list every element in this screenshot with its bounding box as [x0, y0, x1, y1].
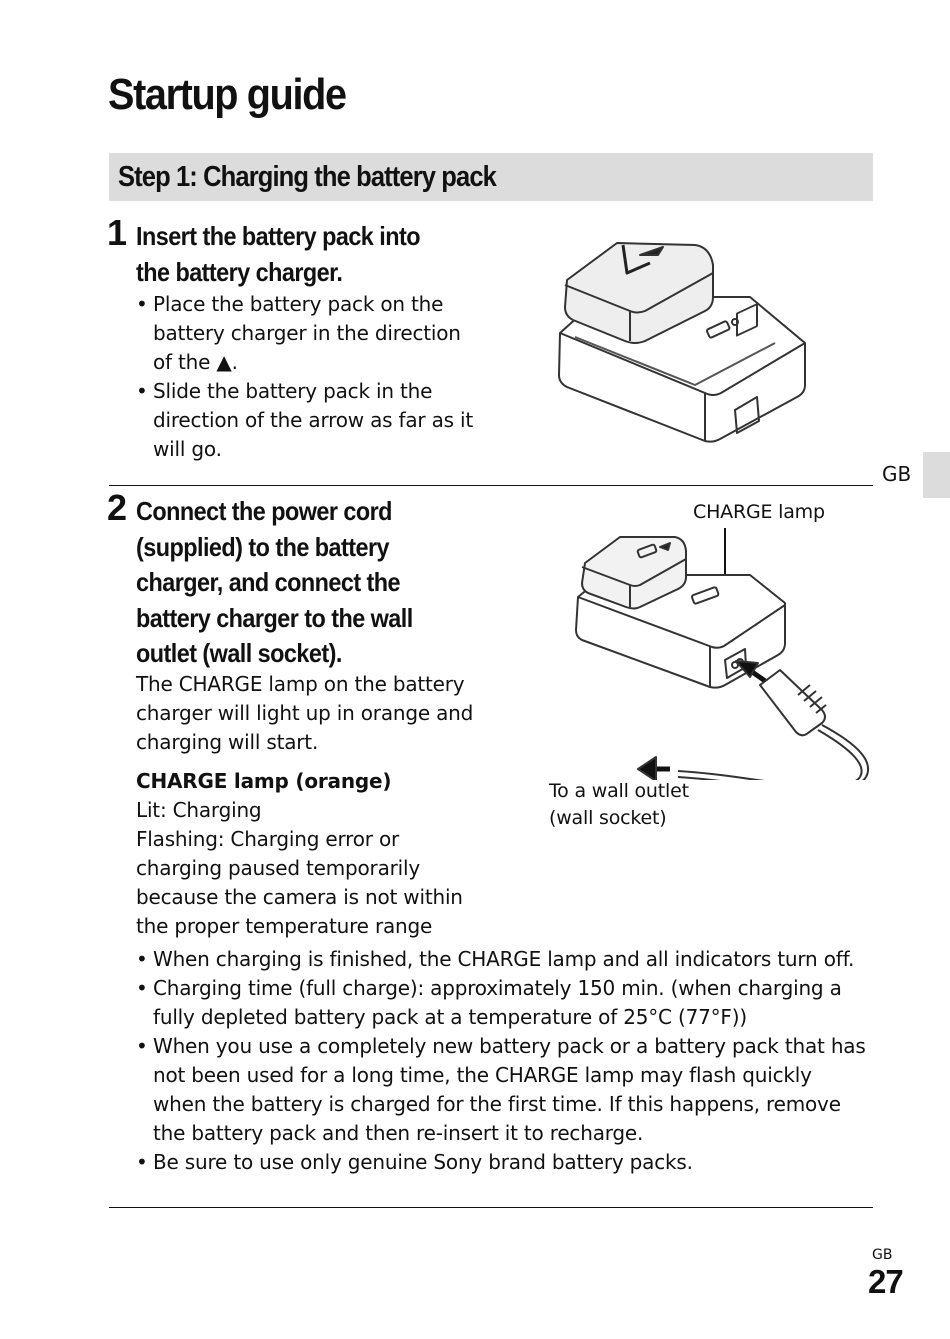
charge-lamp-callout: CHARGE lamp — [693, 501, 825, 523]
step-1-heading-line-1: Insert the battery pack into — [136, 221, 421, 251]
step-2-number: 2 — [107, 487, 127, 528]
list-item: Slide the battery pack in the direction … — [136, 377, 481, 464]
battery-insert-illustration — [558, 242, 806, 443]
divider — [109, 1207, 873, 1208]
footer-language-label: GB — [872, 1247, 893, 1263]
charge-lamp-legend: CHARGE lamp (orange) Lit: Charging Flash… — [136, 767, 511, 941]
list-item: Place the battery pack on the battery ch… — [136, 290, 481, 377]
wall-outlet-callout: To a wall outlet (wall socket) — [549, 778, 689, 832]
list-item: When you use a completely new battery pa… — [136, 1032, 871, 1148]
section-title: Step 1: Charging the battery pack — [118, 161, 497, 193]
charge-lamp-flashing: Flashing: Charging error or charging pau… — [136, 827, 463, 938]
section-header: Step 1: Charging the battery pack — [109, 153, 873, 201]
page-title: Startup guide — [108, 70, 347, 119]
step-1-number: 1 — [107, 212, 127, 253]
step-2-heading: Connect the power cord (supplied) to the… — [136, 494, 556, 672]
wall-outlet-callout-line-1: To a wall outlet — [549, 780, 689, 802]
step-2-heading-line: (supplied) to the battery — [136, 531, 390, 562]
side-tab-marker — [923, 452, 950, 498]
step-2-heading-line: Connect the power cord — [136, 496, 392, 526]
wall-outlet-callout-line-2: (wall socket) — [549, 807, 667, 829]
step-2-heading-line: outlet (wall socket). — [136, 638, 342, 668]
step-1-heading-line-2: the battery charger. — [136, 256, 343, 287]
charge-lamp-lit: Lit: Charging — [136, 798, 262, 822]
list-item: Charging time (full charge): approximate… — [136, 974, 871, 1032]
step-2-heading-line: charger, and connect the — [136, 567, 401, 597]
divider — [109, 485, 873, 486]
list-item: When charging is finished, the CHARGE la… — [136, 945, 871, 974]
side-language-label: GB — [882, 462, 912, 486]
step-2-intro: The CHARGE lamp on the battery charger w… — [136, 672, 474, 754]
charging-notes: When charging is finished, the CHARGE la… — [136, 945, 871, 1177]
page-number: 27 — [868, 1263, 904, 1300]
step-1-heading: Insert the battery pack into the battery… — [136, 219, 556, 290]
power-cord-illustration — [575, 528, 870, 780]
charge-lamp-title: CHARGE lamp (orange) — [136, 769, 392, 793]
step-2-heading-line: battery charger to the wall — [136, 602, 413, 633]
step-1-instructions: Place the battery pack on the battery ch… — [136, 290, 481, 464]
list-item: Be sure to use only genuine Sony brand b… — [136, 1148, 871, 1177]
